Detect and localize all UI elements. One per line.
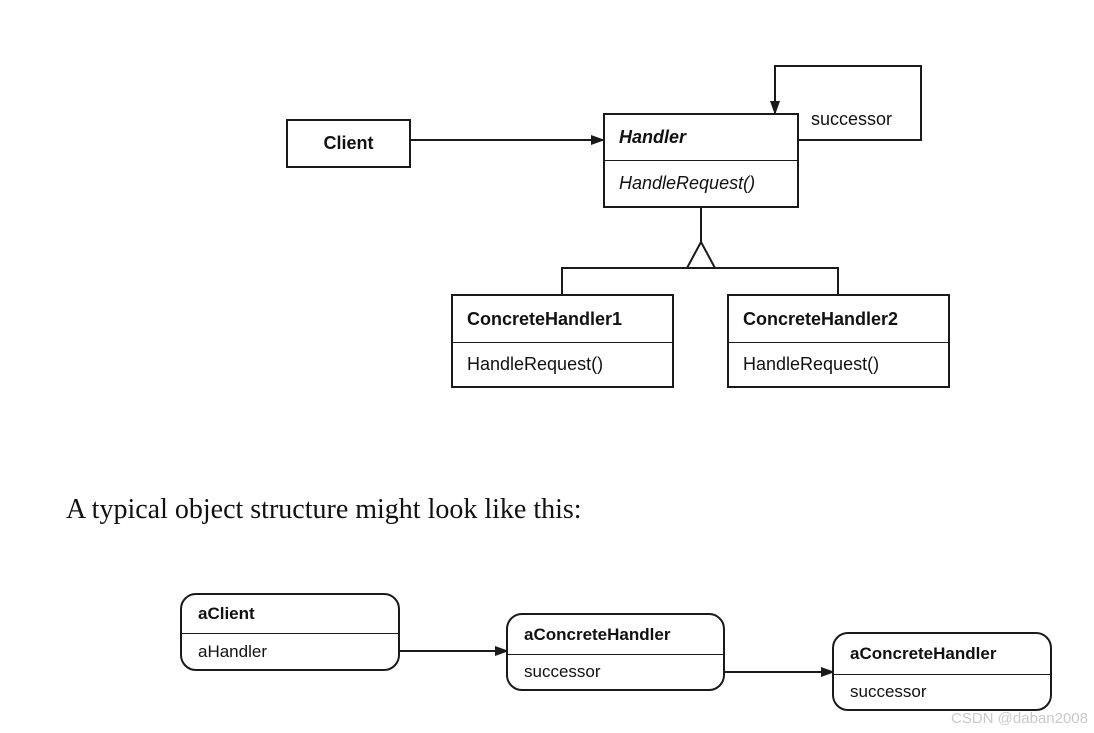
aconcretehandler2-object-name: aConcreteHandler	[834, 634, 1050, 675]
inheritance-triangle	[685, 239, 717, 269]
concrete-handler1-class-name: ConcreteHandler1	[453, 296, 672, 343]
aclient-ahandler-field: aHandler	[198, 641, 267, 661]
csdn-watermark: CSDN @daban2008	[951, 710, 1088, 727]
aconcretehandler1-successor-field: successor	[524, 662, 601, 681]
concrete-handler1-operation: HandleRequest()	[467, 354, 604, 374]
client-class-box: Client	[286, 119, 411, 168]
inheritance-branches	[561, 267, 839, 294]
object-structure-caption: A typical object structure might look li…	[66, 494, 582, 525]
concrete-handler1-class-box: ConcreteHandler1 HandleRequest()	[451, 294, 674, 388]
concrete-handler2-class-box: ConcreteHandler2 HandleRequest()	[727, 294, 950, 388]
handler-class-name: Handler	[605, 115, 797, 161]
aclient-object-name: aClient	[182, 595, 398, 634]
handler-operation: HandleRequest()	[619, 173, 756, 193]
aconcretehandler2-successor-field: successor	[850, 682, 927, 701]
aconcretehandler1-object-name: aConcreteHandler	[508, 615, 723, 655]
successor-loop-arrow	[770, 65, 922, 141]
handler-class-box: Handler HandleRequest()	[603, 113, 799, 208]
concrete-handler2-operation: HandleRequest()	[743, 354, 880, 374]
aconcretehandler2-object-box: aConcreteHandler successor	[832, 632, 1052, 711]
concrete-handler2-class-name: ConcreteHandler2	[729, 296, 948, 343]
aclient-object-box: aClient aHandler	[180, 593, 400, 671]
client-class-name: Client	[323, 133, 374, 153]
successor-association-label: successor	[811, 109, 893, 129]
aconcretehandler1-object-box: aConcreteHandler successor	[506, 613, 725, 691]
